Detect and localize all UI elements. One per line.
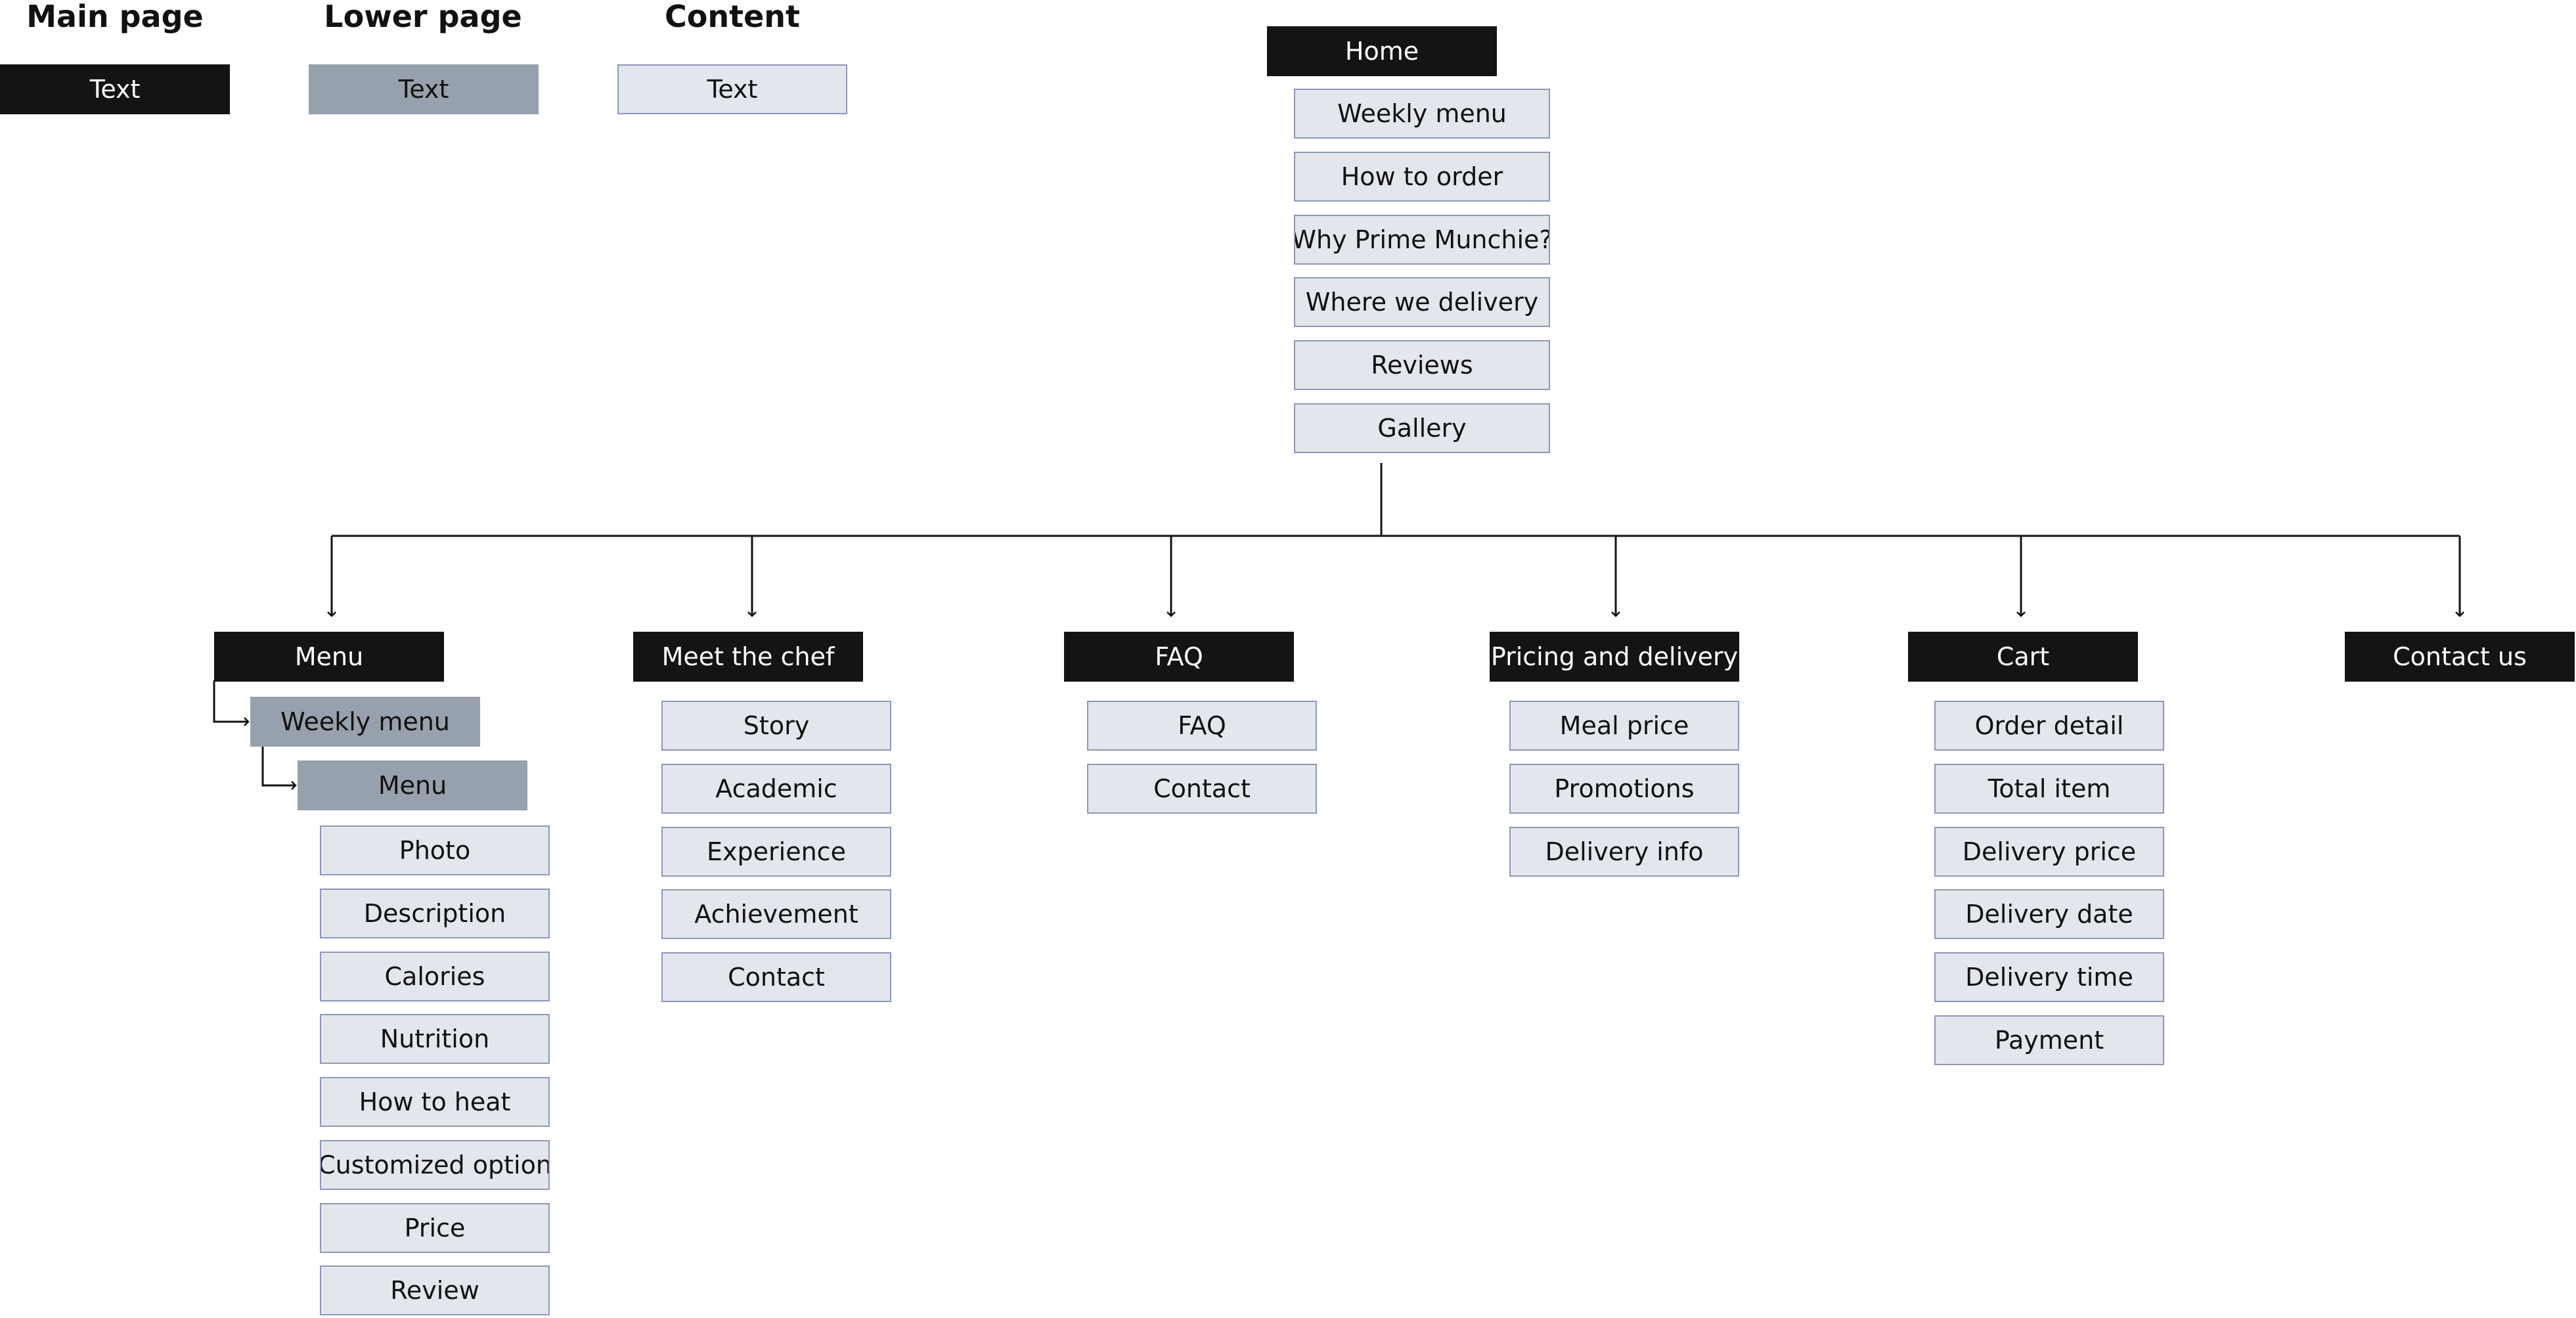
home-item: Gallery	[1294, 403, 1550, 453]
home-item: Why Prime Munchie?	[1294, 215, 1550, 265]
pricing-item: Meal price	[1509, 701, 1739, 751]
chef-item: Contact	[661, 952, 891, 1002]
menu-node: Menu	[214, 632, 444, 682]
chef-item: Achievement	[661, 889, 891, 939]
legend-content-sample: Text	[617, 64, 847, 114]
chef-item: Academic	[661, 764, 891, 814]
cart-item: Delivery price	[1934, 827, 2164, 877]
home-item: Where we delivery	[1294, 277, 1550, 327]
chef-item: Story	[661, 701, 891, 751]
cart-item: Total item	[1934, 764, 2164, 814]
legend-main-title: Main page	[26, 0, 204, 34]
home-item: How to order	[1294, 152, 1550, 202]
submenu-node: Menu	[298, 760, 527, 810]
cart-item: Order detail	[1934, 701, 2164, 751]
faq-node: FAQ	[1064, 632, 1294, 682]
legend-content-title: Content	[664, 0, 801, 34]
faq-item: Contact	[1087, 764, 1317, 814]
pricing-item: Delivery info	[1509, 827, 1739, 877]
chef-item: Experience	[661, 827, 891, 877]
cart-node: Cart	[1908, 632, 2138, 682]
menu-item: Nutrition	[320, 1014, 550, 1064]
home-item: Reviews	[1294, 340, 1550, 390]
weekly-menu-node: Weekly menu	[250, 697, 480, 747]
faq-item: FAQ	[1087, 701, 1317, 751]
cart-item: Delivery date	[1934, 889, 2164, 939]
legend-lower-title: Lower page	[324, 0, 522, 34]
pricing-item: Promotions	[1509, 764, 1739, 814]
menu-item: Price	[320, 1203, 550, 1253]
home-node: Home	[1267, 26, 1497, 76]
legend-lower-sample: Text	[309, 64, 539, 114]
menu-item: Review	[320, 1265, 550, 1315]
menu-item: Description	[320, 889, 550, 938]
contact-node: Contact us	[2345, 632, 2575, 682]
arrow-to-weekly-menu	[213, 680, 250, 726]
menu-item: How to heat	[320, 1077, 550, 1127]
menu-item: Calories	[320, 952, 550, 1001]
cart-item: Delivery time	[1934, 952, 2164, 1002]
cart-item: Payment	[1934, 1015, 2164, 1065]
chef-node: Meet the chef	[633, 632, 863, 682]
menu-item: Customized option	[320, 1140, 550, 1190]
arrow-to-submenu	[261, 747, 297, 790]
menu-item: Photo	[320, 825, 550, 875]
pricing-node: Pricing and delivery	[1490, 632, 1739, 682]
home-item: Weekly menu	[1294, 89, 1550, 139]
legend-main-sample: Text	[0, 64, 230, 114]
